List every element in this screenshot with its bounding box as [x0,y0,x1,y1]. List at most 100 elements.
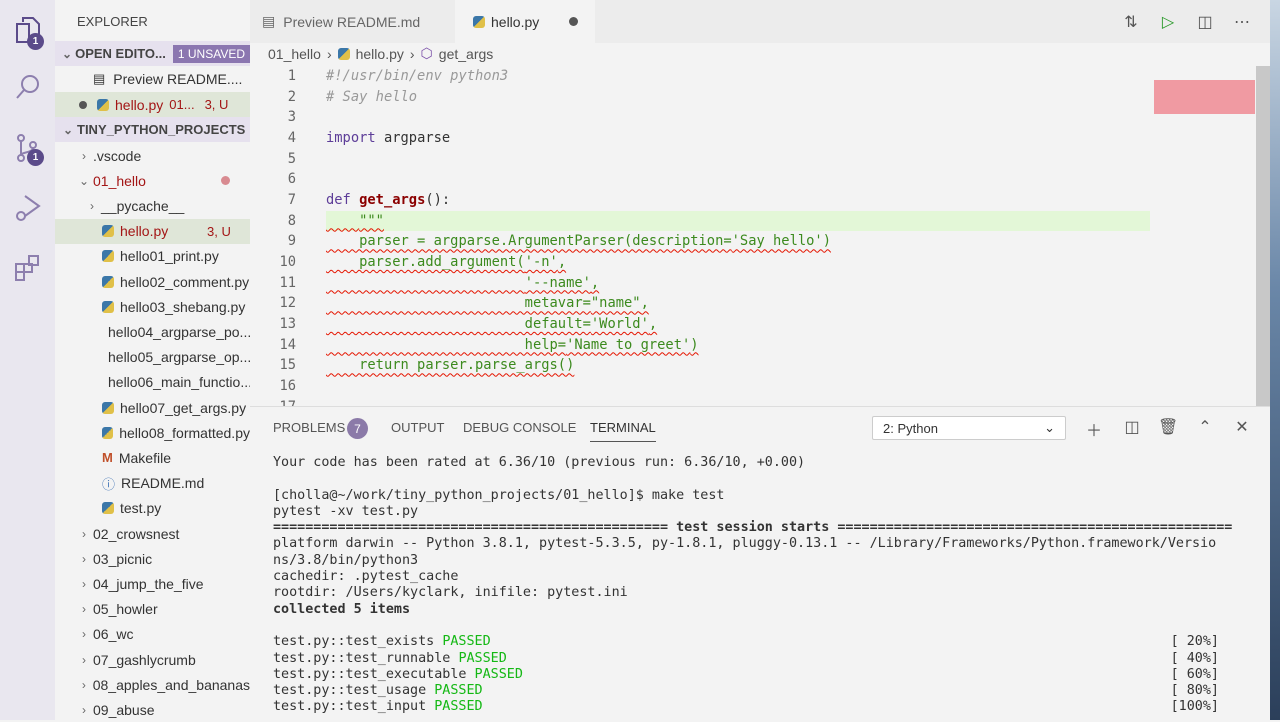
breadcrumb-file[interactable]: hello.py [355,45,404,62]
chevron-right-icon: › [82,551,86,566]
tree-item-label: 01_hello [93,172,146,189]
code-text: default='World', [326,316,658,333]
line-number: 10 [279,254,296,271]
breadcrumb-folder[interactable]: 01_hello [268,45,321,62]
test-result: test.py::test_runnable PASSED[ 40%] [273,650,1219,666]
terminal-select[interactable]: 2: Python⌄ [872,416,1066,440]
terminal-line: rootdir: /Users/kyclark, inifile: pytest… [273,585,628,601]
tree-item[interactable]: ›03_picnic [55,546,250,571]
code-line: 11 '--name', [250,273,1150,294]
bottom-panel: PROBLEMS 7 OUTPUT DEBUG CONSOLE TERMINAL… [250,406,1270,720]
tree-item-label: hello06_main_functio... [108,374,250,391]
tree-item[interactable]: hello02_comment.py [55,269,250,294]
code-line: 15 return parser.parse_args() [250,355,1150,376]
search-activity[interactable] [0,62,55,112]
explorer-title: EXPLORER [77,14,148,29]
tree-item[interactable]: ›06_wc [55,622,250,647]
explorer-activity[interactable]: 1 [0,5,55,55]
tree-item[interactable]: ›05_howler [55,597,250,622]
modified-dot-icon [221,176,230,186]
new-terminal-icon[interactable]: ＋ [1085,423,1102,440]
terminal-output[interactable]: Your code has been rated at 6.36/10 (pre… [273,455,1233,716]
tab-terminal[interactable]: TERMINAL [590,420,656,442]
tree-item[interactable]: ›04_jump_the_five [55,571,250,596]
tab-output[interactable]: OUTPUT [391,420,445,435]
line-number: 8 [287,212,296,229]
test-result: test.py::test_input PASSED[100%] [273,699,1219,715]
breadcrumb: 01_hello› hello.py› ⬡ get_args [268,45,493,62]
run-icon[interactable]: ▷ [1161,14,1175,31]
more-actions-icon[interactable]: ⋯ [1234,14,1250,31]
extensions-activity[interactable] [0,243,55,293]
progress-percent: [100%] [1170,699,1219,715]
editor-tabs: ▤ Preview README.md hello.py ⇅ ▷ ◫ ⋯ [250,0,1270,43]
maximize-panel-icon[interactable]: ⌃ [1198,419,1212,436]
chevron-right-icon: › [82,627,86,642]
code-text: return parser.parse_args() [326,357,575,374]
tree-item[interactable]: ›07_gashlycrumb [55,647,250,672]
chevron-right-icon: › [90,198,94,213]
python-file-icon [337,47,350,60]
tab-problems[interactable]: PROBLEMS [273,420,346,435]
open-changes-icon[interactable]: ⇅ [1124,14,1138,31]
run-activity[interactable] [0,183,55,233]
tab-debug-console[interactable]: DEBUG CONSOLE [463,420,577,435]
split-editor-icon[interactable]: ◫ [1197,14,1213,31]
line-number: 17 [250,397,296,406]
tab-preview-readme[interactable]: ▤ Preview README.md [250,0,455,43]
breadcrumb-symbol[interactable]: get_args [438,45,494,62]
progress-percent: [ 80%] [1170,683,1219,699]
source-control-icon [16,134,37,162]
editor-scrollbar[interactable] [1256,66,1270,406]
tree-item[interactable]: ⌄01_hello [55,168,250,193]
minimap[interactable] [1154,80,1255,114]
session-header: ========================================… [273,520,1233,536]
code-text: '--name', [524,274,600,291]
source-control-activity[interactable]: 1 [0,123,55,173]
terminal-line: pytest -xv test.py [273,503,419,519]
tree-item[interactable]: hello04_argparse_po... [55,319,250,344]
tree-item[interactable]: hello05_argparse_op... [55,345,250,370]
tree-item[interactable]: ›__pycache__ [55,193,250,218]
line-number: 14 [279,336,296,353]
split-terminal-icon[interactable]: ◫ [1124,419,1140,436]
tree-item[interactable]: hello08_formatted.py [55,420,250,445]
tree-item-label: 07_gashlycrumb [93,651,196,668]
code-line: 2# Say hello [250,87,1150,108]
project-header[interactable]: ⌄ TINY_PYTHON_PROJECTS [55,117,250,142]
open-editors-header[interactable]: ⌄ OPEN EDITO... 1 UNSAVED [55,41,250,66]
tree-item[interactable]: hello07_get_args.py [55,395,250,420]
tree-item[interactable]: test.py [55,496,250,521]
close-panel-icon[interactable]: ✕ [1235,419,1249,436]
python-file-icon [102,225,114,238]
terminal-line [273,471,1233,487]
tree-item[interactable]: ›09_abuse [55,697,250,722]
chevron-right-icon: › [81,677,86,692]
open-editor-hello[interactable]: hello.py 01... 3, U [55,92,250,117]
open-editor-readme[interactable]: ▤ Preview README.... [55,66,250,91]
python-file-icon [97,98,109,111]
code-line: 3 [250,107,1150,128]
tree-item-label: hello05_argparse_op... [108,349,250,366]
chevron-down-icon: ⌄ [62,46,73,61]
tree-item[interactable]: hello03_shebang.py [55,294,250,319]
trash-icon[interactable]: 🗑 [1158,419,1179,436]
chevron-right-icon: › [82,526,86,541]
tree-item[interactable]: ›.vscode [55,143,250,168]
tree-item[interactable]: ›02_crowsnest [55,521,250,546]
tree-item[interactable]: hello01_print.py [55,244,250,269]
explorer-sidebar: EXPLORER ⌄ OPEN EDITO... 1 UNSAVED ▤ Pre… [55,0,250,720]
tree-item[interactable]: hello06_main_functio... [55,370,250,395]
chevron-right-icon: › [82,148,86,163]
terminal-line: cachedir: .pytest_cache [273,569,459,585]
unsaved-dot-icon[interactable] [569,17,579,26]
tab-hello-py[interactable]: hello.py [455,0,595,43]
tree-item[interactable]: ›08_apples_and_bananas [55,672,250,697]
line-number: 15 [279,357,296,374]
python-file-icon [102,275,114,288]
